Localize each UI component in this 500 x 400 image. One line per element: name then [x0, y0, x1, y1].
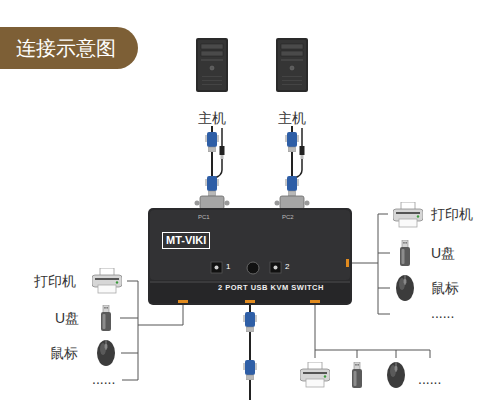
peripheral-bracket	[378, 214, 379, 314]
pc-cable-plugs	[205, 128, 305, 196]
peripheral-bracket	[120, 214, 430, 380]
ellipsis-label: ......	[92, 371, 115, 387]
pc-cable-plugs	[285, 132, 299, 152]
usb-drive-icon	[352, 362, 362, 388]
kvm-switch-body	[148, 208, 352, 305]
vga-port	[200, 196, 224, 209]
vga-port	[225, 201, 230, 206]
peripheral-bracket	[315, 305, 430, 350]
kvm-switch-body	[310, 300, 320, 303]
port-label: PC1	[198, 214, 210, 221]
kvm-switch-body	[245, 300, 255, 303]
vga-port	[305, 201, 310, 206]
pc-cable-plugs	[214, 159, 222, 178]
pc-cable-plugs	[301, 128, 303, 146]
printer-icon	[393, 202, 423, 227]
pc-cable-plugs	[294, 159, 302, 178]
kvm-switch-body	[270, 262, 281, 273]
peripheral-bracket	[378, 214, 390, 314]
pc-cable-plugs	[301, 155, 304, 159]
pc-cable-plugs	[300, 146, 305, 155]
vga-port	[195, 201, 200, 206]
printer-icon	[92, 268, 122, 293]
pc-cable-plugs	[220, 146, 225, 155]
kvm-switch-body	[150, 283, 350, 303]
kvm-switch-body	[150, 282, 350, 283]
pc-tower	[196, 38, 308, 92]
pc-cable-plugs	[221, 128, 223, 146]
device-label: 鼠标	[50, 345, 78, 361]
host-computer: 主机	[270, 36, 314, 126]
printer-icon	[92, 202, 423, 387]
monitor-cable	[243, 312, 257, 332]
ellipsis-label: ......	[418, 371, 441, 387]
port-label: PC2	[282, 214, 294, 221]
device-label: 打印机	[34, 273, 76, 289]
ellipsis-label: ......	[431, 305, 454, 321]
usb-drive-icon	[400, 240, 410, 266]
printer-icon	[300, 362, 330, 387]
peripheral-bracket	[120, 281, 138, 380]
node-label: 主机	[198, 110, 226, 126]
usb-drive-icon	[101, 240, 410, 388]
kvm-switch-body	[215, 266, 219, 270]
vga-port	[275, 201, 280, 206]
brand-logo: MT-VIKI	[162, 232, 210, 249]
kvm-switch-body	[211, 262, 222, 273]
pc-cable-plugs	[221, 155, 224, 159]
pc-cable-plugs	[205, 176, 219, 196]
host-computer: 主机	[190, 36, 234, 126]
kvm-switch-body	[150, 210, 350, 280]
monitor-cable	[243, 360, 257, 380]
mouse-icon	[387, 362, 405, 388]
peripheral-bracket	[138, 305, 183, 325]
mouse-icon	[97, 275, 414, 388]
device-label: 打印机	[431, 206, 473, 222]
pc-tower	[276, 38, 308, 92]
peripheral-bracket	[138, 281, 139, 380]
title-badge: 连接示意图	[0, 27, 138, 69]
node-label: 主机	[278, 110, 306, 126]
model-text: 2 PORT USB KVM SWITCH	[218, 284, 324, 293]
vga-port	[195, 196, 310, 209]
device-label: U盘	[431, 245, 455, 261]
pc-cable-plugs	[285, 176, 299, 196]
pc-tower	[196, 38, 228, 92]
device-label: U盘	[55, 310, 79, 326]
kvm-switch-body	[247, 262, 259, 274]
pc-cable-plugs	[205, 132, 219, 152]
mouse-icon	[396, 275, 414, 301]
kvm-switch-body	[148, 208, 352, 305]
button-number: 1	[226, 262, 230, 271]
kvm-switch-body	[274, 266, 278, 270]
peripheral-bracket	[352, 263, 378, 264]
monitor-cable	[243, 305, 257, 400]
kvm-switch-body	[178, 300, 188, 303]
peripheral-bracket	[315, 350, 430, 358]
usb-drive-icon	[101, 305, 111, 331]
mouse-icon	[97, 340, 115, 366]
device-label: 鼠标	[431, 280, 459, 296]
kvm-switch-body	[346, 259, 349, 267]
kvm-switch: MT-VIKI 2 PORT USB KVM SWITCH	[148, 208, 352, 305]
button-number: 2	[285, 262, 289, 271]
vga-port	[280, 196, 304, 209]
